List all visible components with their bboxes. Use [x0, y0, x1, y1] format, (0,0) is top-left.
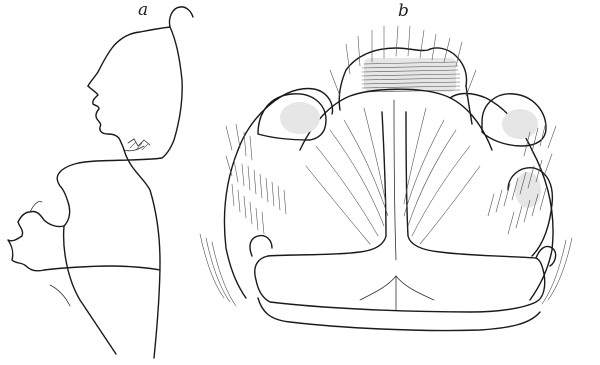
bristle-group-left: [200, 124, 286, 306]
bristle-group-right: [488, 122, 572, 304]
interior-fibers: [306, 108, 480, 244]
panel-a-drawing: [8, 7, 193, 358]
panel-b-drawing: [200, 26, 572, 331]
